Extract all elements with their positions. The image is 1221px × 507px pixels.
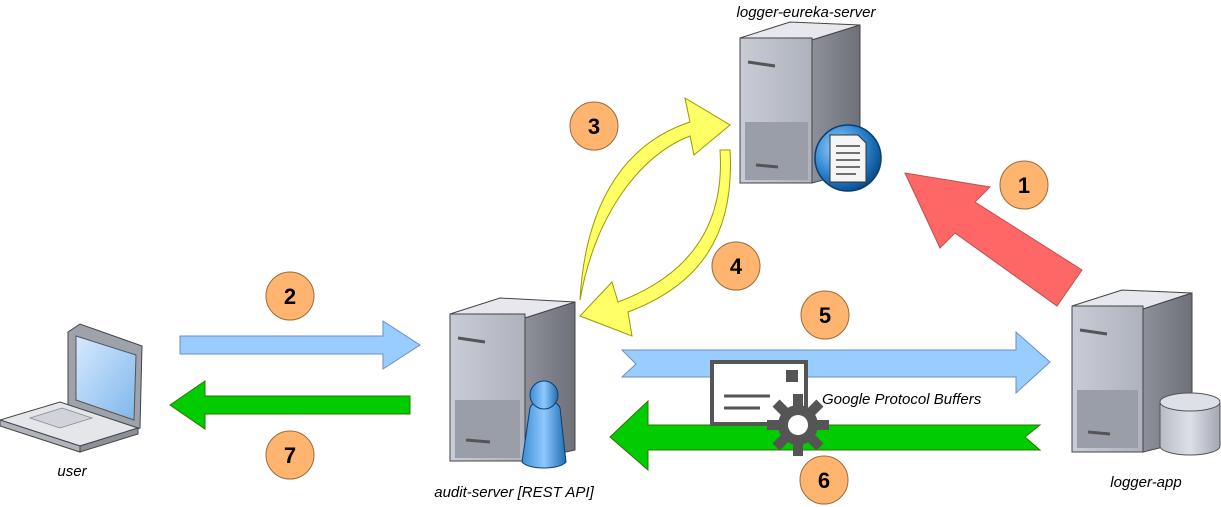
document-globe-icon bbox=[814, 124, 882, 192]
step-badge-7: 7 bbox=[265, 430, 315, 480]
node-label: logger-app bbox=[1110, 474, 1181, 491]
register-arrow bbox=[904, 172, 1083, 307]
discovery-response-arrow bbox=[579, 149, 731, 337]
node-label: logger-eureka-server bbox=[737, 4, 877, 21]
node-label: user bbox=[57, 463, 87, 480]
server-icon bbox=[739, 21, 861, 184]
step-badge-2: 2 bbox=[265, 271, 315, 321]
node-label: audit-server [REST API] bbox=[434, 484, 594, 501]
step-badge-4: 4 bbox=[711, 241, 761, 291]
user-icon bbox=[521, 380, 567, 469]
step-number: 4 bbox=[730, 254, 743, 279]
protocol-buffers-badge: Google Protocol Buffers bbox=[710, 360, 982, 456]
discovery-request-arrow bbox=[579, 96, 731, 301]
step-number: 1 bbox=[1018, 173, 1030, 198]
step-number: 2 bbox=[284, 284, 296, 309]
step-badge-6: 6 bbox=[799, 455, 849, 505]
step-badge-3: 3 bbox=[569, 101, 619, 151]
eureka-server-node[interactable]: logger-eureka-server bbox=[737, 4, 882, 192]
protobuf-request-arrow bbox=[620, 330, 1051, 395]
user-response-arrow bbox=[169, 380, 411, 430]
server-icon bbox=[1071, 289, 1193, 453]
certificate-gear-icon bbox=[710, 360, 829, 456]
step-number: 3 bbox=[588, 114, 600, 139]
logger-app-node[interactable]: logger-app bbox=[1071, 289, 1221, 491]
step-badge-1: 1 bbox=[999, 160, 1049, 210]
audit-server-node[interactable]: audit-server [REST API] bbox=[434, 297, 595, 501]
user-node[interactable]: user bbox=[0, 323, 143, 480]
laptop-icon bbox=[0, 323, 143, 453]
step-badge-5: 5 bbox=[800, 290, 850, 340]
step-number: 5 bbox=[819, 303, 831, 328]
protocol-label: Google Protocol Buffers bbox=[822, 391, 982, 408]
step-number: 7 bbox=[284, 443, 296, 468]
database-icon bbox=[1159, 392, 1221, 456]
step-number: 6 bbox=[818, 468, 830, 493]
user-request-arrow bbox=[179, 320, 421, 370]
protobuf-response-arrow bbox=[609, 399, 1042, 472]
